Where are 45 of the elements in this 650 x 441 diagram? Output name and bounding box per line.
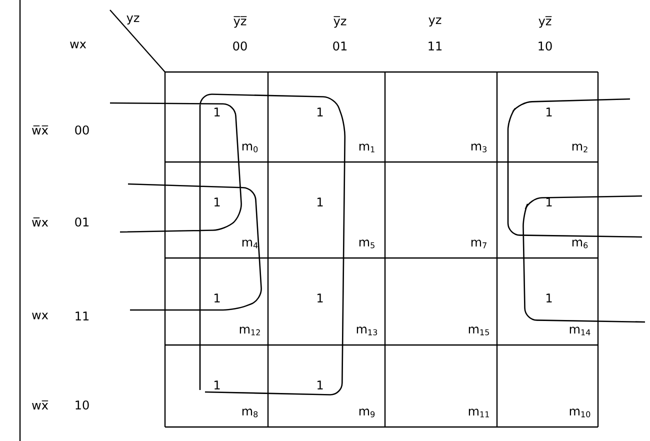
- corner-label: wx: [70, 42, 86, 48]
- column-header: y̅z̅: [234, 16, 247, 28]
- cell-value: 1: [546, 108, 552, 116]
- minterm-label: m$_{0}$: [242, 144, 258, 152]
- row-header: w̅x̅: [32, 125, 48, 135]
- cell-value: 1: [546, 198, 552, 206]
- cell-value: 1: [318, 198, 323, 206]
- minterm-label: m$_{8}$: [242, 408, 258, 418]
- corner-label: yz: [126, 15, 140, 25]
- minterm-label: m$_{7}$: [471, 240, 486, 248]
- minterm-label: m$_{11}$: [468, 408, 489, 418]
- cell-value: 1: [214, 108, 220, 116]
- column-code: 10: [538, 41, 552, 51]
- minterm-label: m$_{13}$: [356, 326, 378, 336]
- minterm-label: m$_{14}$: [570, 326, 590, 336]
- minterm-label: m$_{10}$: [570, 408, 590, 418]
- minterm-label: m$_{6}$: [572, 240, 588, 248]
- cell-value: 1: [318, 294, 323, 302]
- cell-value: 1: [214, 380, 220, 390]
- column-code: 01: [333, 41, 347, 51]
- row-header: wx̅: [32, 400, 48, 410]
- row-code: 10: [76, 400, 89, 410]
- minterm-label: m$_{5}$: [359, 240, 374, 248]
- cell-value: 1: [546, 294, 552, 302]
- minterm-label: m$_{15}$: [468, 326, 489, 336]
- minterm-label: m$_{4}$: [242, 240, 258, 248]
- column-header: y̅z: [334, 16, 346, 28]
- minterm-label: m$_{9}$: [359, 408, 375, 418]
- column-header: yz: [428, 17, 442, 27]
- row-code: 01: [75, 217, 89, 227]
- minterm-label: m$_{3}$: [471, 144, 486, 152]
- cell-value: 1: [318, 380, 323, 390]
- minterm-label: m$_{12}$: [240, 326, 260, 336]
- cell-value: 1: [214, 294, 220, 302]
- column-code: 00: [233, 41, 247, 51]
- column-header: yz̅: [538, 16, 552, 28]
- cell-value: 1: [214, 198, 220, 206]
- row-header: w̅x: [32, 217, 48, 227]
- cell-value: 1: [318, 108, 323, 116]
- row-code: 00: [75, 125, 89, 135]
- column-code: 11: [428, 42, 442, 50]
- row-code: 11: [76, 312, 89, 320]
- row-header: wx: [32, 312, 48, 320]
- minterm-label: m$_{2}$: [572, 144, 588, 152]
- minterm-label: m$_{1}$: [359, 144, 374, 152]
